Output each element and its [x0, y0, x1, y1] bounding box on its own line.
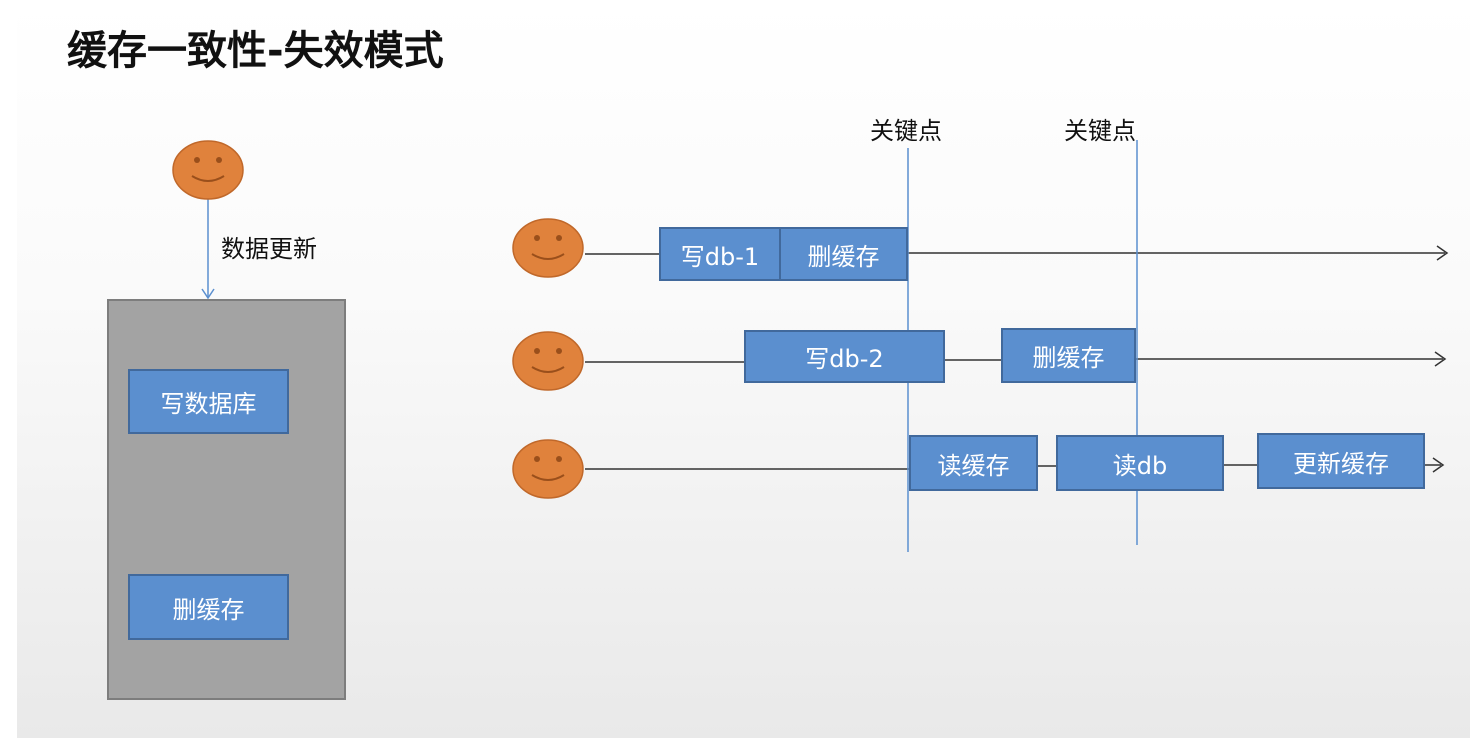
- timeline-3-read-db-box: 读db: [1056, 435, 1224, 491]
- timeline-3-update-cache-box: 更新缓存: [1257, 433, 1425, 489]
- write-database-box: 写数据库: [128, 369, 289, 434]
- timeline-1-arrowhead: [1436, 245, 1449, 261]
- slide: 缓存一致性-失效模式: [17, 0, 1470, 738]
- key-point-label-1: 关键点: [870, 117, 942, 145]
- timeline-3-arrowhead: [1432, 457, 1445, 473]
- update-arrowhead: [201, 288, 215, 300]
- timeline-2-arrowhead: [1434, 351, 1447, 367]
- key-point-label-2: 关键点: [1064, 117, 1136, 145]
- timeline-1-delete-cache-box: 删缓存: [779, 227, 908, 281]
- smiley-face-icon: [512, 439, 584, 499]
- data-update-label: 数据更新: [221, 235, 317, 263]
- smiley-face-icon: [512, 218, 584, 278]
- page-title: 缓存一致性-失效模式: [67, 28, 444, 74]
- smiley-face-icon: [172, 140, 244, 200]
- timeline-2-delete-cache-box: 删缓存: [1001, 328, 1136, 383]
- timeline-3-read-cache-box: 读缓存: [909, 435, 1038, 491]
- timeline-2-write-db-box: 写db-2: [744, 330, 945, 383]
- delete-cache-box: 删缓存: [128, 574, 289, 640]
- timeline-1-write-db-box: 写db-1: [659, 227, 781, 281]
- smiley-face-icon: [512, 331, 584, 391]
